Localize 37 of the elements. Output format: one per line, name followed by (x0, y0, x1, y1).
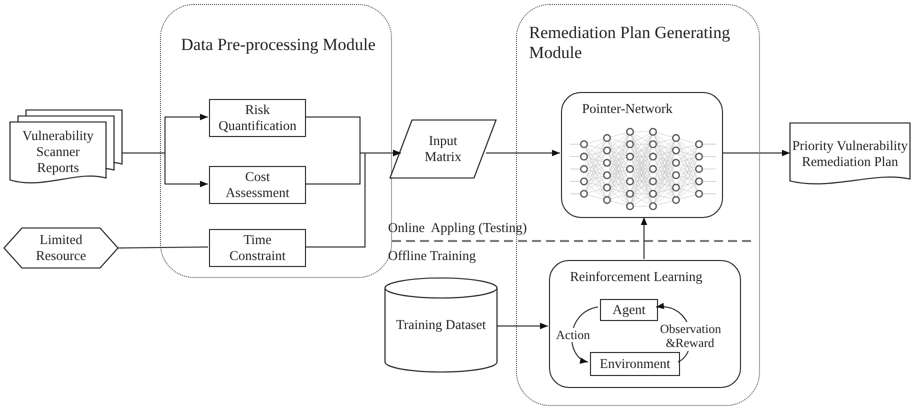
database-cylinder (385, 278, 497, 372)
arrow (640, 216, 648, 260)
process-box (590, 352, 680, 376)
edge-label: Action (556, 328, 590, 342)
section-label: Offline Training (388, 248, 476, 264)
arrow (122, 152, 208, 188)
module-title: Pointer-Network (581, 100, 672, 118)
node-label: Cost Assessment (224, 168, 290, 202)
process-box (209, 229, 306, 267)
arrow (304, 150, 402, 248)
node-label: Environment (598, 356, 672, 372)
document-shape (790, 123, 910, 185)
module-title: Data Pre-processing Module (180, 34, 376, 56)
node-label: Risk Quantification (218, 102, 298, 134)
process-box (209, 166, 306, 204)
process-box (600, 299, 658, 321)
module-title: Remediation Plan Generating Module (528, 22, 732, 64)
arrow (496, 322, 548, 330)
node-label: Limited Resource (34, 232, 88, 264)
data-parallelogram (390, 120, 496, 178)
rounded-panel (561, 92, 723, 218)
node-label: Agent (612, 302, 646, 318)
hexagon-shape (4, 228, 118, 268)
edge-label: Observation &Reward (660, 322, 720, 351)
arrow (722, 150, 790, 156)
module-title: Reinforcement Learning (569, 268, 702, 286)
node-label: Input Matrix (424, 132, 462, 166)
document-stack (10, 110, 122, 182)
node-label: Vulnerability Scanner Reports (21, 126, 95, 176)
process-box (209, 99, 306, 137)
connector-line (118, 246, 208, 248)
node-label: Training Dataset (395, 316, 487, 334)
node-label: Priority Vulnerability Remediation Plan (791, 138, 909, 170)
section-label: Online Appling (Testing) (388, 220, 527, 236)
arrow (486, 150, 560, 156)
rounded-panel (549, 260, 741, 388)
node-label: Time Constraint (228, 232, 287, 264)
